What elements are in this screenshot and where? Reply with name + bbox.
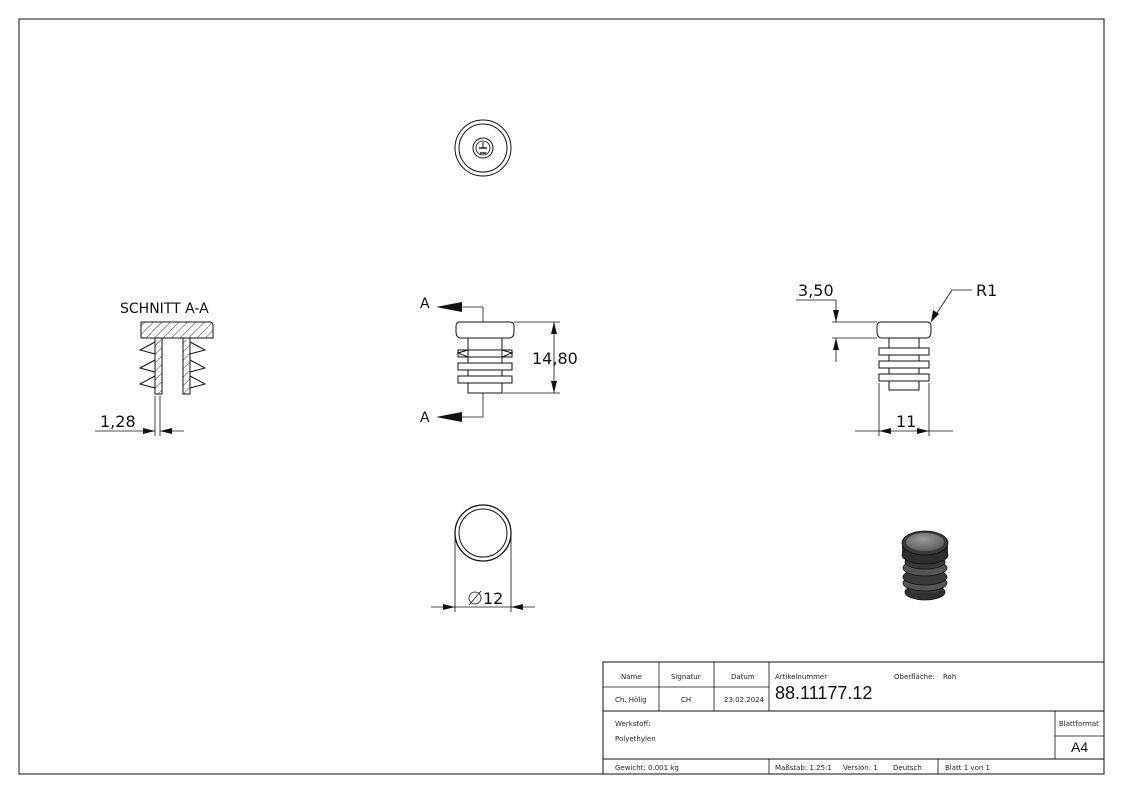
dim-wall-thickness: 1,28 (100, 412, 136, 431)
article-number: 88.11177.12 (775, 683, 873, 703)
section-marker-bottom: A (420, 410, 430, 426)
header-date: Datum (731, 673, 755, 681)
version: Version: 1 (843, 764, 878, 772)
sheet-number: Blatt 1 von 1 (945, 764, 990, 772)
material-value: Polyethylen (615, 735, 656, 743)
drafter-name: Ch. Hölig (615, 696, 647, 704)
material-label: Werkstoff: (615, 720, 651, 728)
surface-value: Roh (943, 673, 957, 681)
section-title: SCHNITT A-A (120, 301, 209, 317)
language: Deutsch (893, 764, 922, 772)
drawing-date: 23.02.2024 (724, 696, 765, 704)
section-marker-top: A (420, 296, 430, 312)
drafter-signature: CH (681, 696, 692, 704)
article-label: Artikelnummer (775, 673, 828, 681)
dim-width: 11 (896, 412, 916, 431)
side-view: 3,50 R1 11 (796, 281, 997, 436)
section-a-a: SCHNITT A-A 1,28 (95, 301, 214, 436)
top-view (454, 119, 512, 177)
format-value: A4 (1071, 739, 1089, 755)
isometric-render (901, 530, 949, 601)
drawing-frame (18, 18, 1105, 775)
surface-label: Oberfläche: (894, 673, 935, 681)
scale: Maßstab: 1.25:1 (775, 764, 832, 772)
header-signature: Signatur (671, 673, 701, 681)
dim-cap-height: 3,50 (798, 281, 834, 300)
dim-height: 14,80 (532, 349, 578, 368)
dim-radius: R1 (976, 281, 997, 300)
bottom-view: 12 (431, 504, 535, 612)
header-name: Name (621, 673, 642, 681)
front-view: A A 14,80 (420, 296, 578, 426)
weight: Gewicht: 0.001 kg (615, 764, 679, 772)
title-block-grid (602, 661, 1105, 775)
format-label: Blattformat (1059, 720, 1099, 728)
dim-diameter: 12 (483, 589, 503, 608)
